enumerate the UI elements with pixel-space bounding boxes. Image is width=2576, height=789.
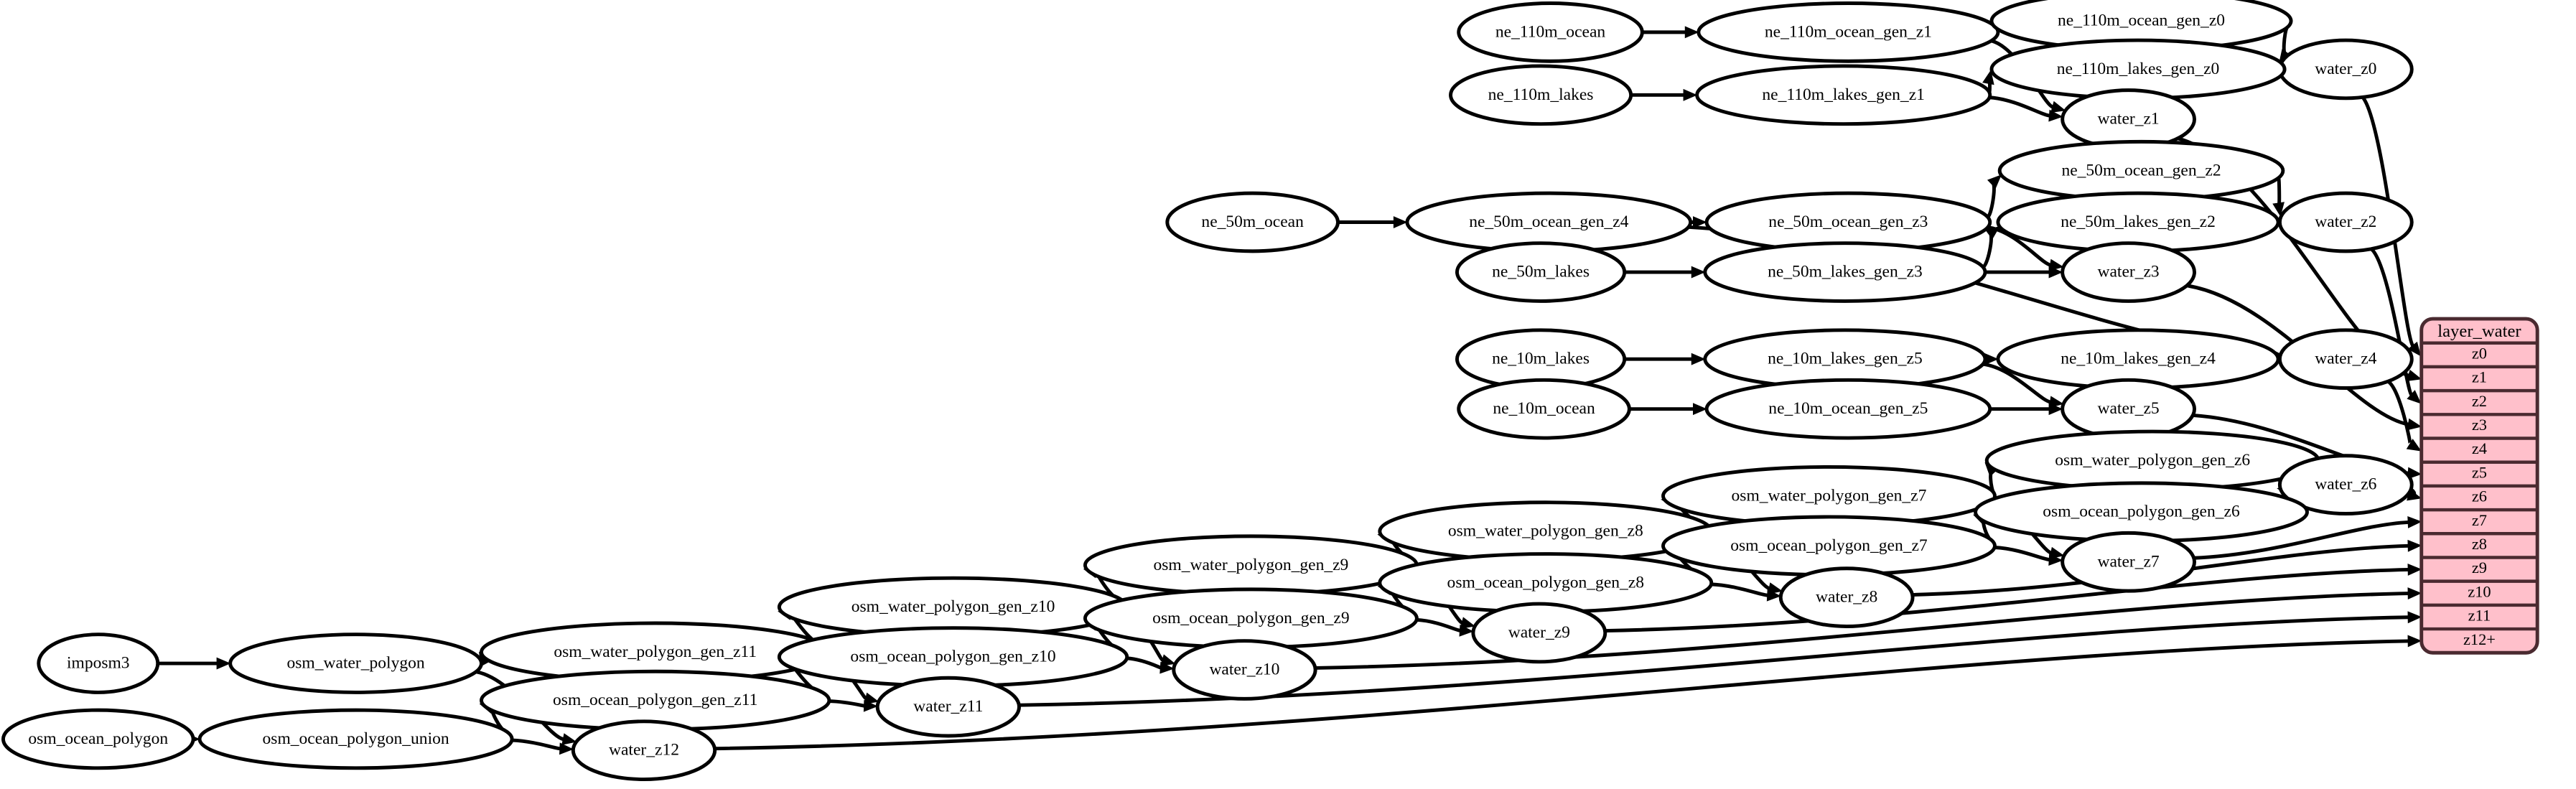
node-water_z0[interactable]: water_z0	[2277, 38, 2414, 101]
edge-ne_110m_lakes_gen_z1-to-water_z1	[1989, 95, 2063, 122]
edge-osm_ocean_polygon_gen_z7-to-water_z7	[1994, 546, 2063, 566]
edge-ne_110m_ocean-to-ne_110m_ocean_gen_z1	[1642, 26, 1699, 39]
edge-ne_10m_lakes-to-ne_10m_lakes_gen_z5	[1624, 353, 1706, 365]
edge-imposm3-to-osm_water_polygon	[157, 657, 231, 670]
edge-water_z9-to-layer_water-z9	[1605, 564, 2422, 633]
edge-ne_50m_lakes_gen_z3-to-ne_50m_lakes_gen_z2	[1982, 225, 2000, 269]
node-osm_ocean_polygon_union[interactable]: osm_ocean_polygon_union	[197, 708, 514, 770]
node-water_z10[interactable]: water_z10	[1172, 639, 1317, 701]
node-ne_10m_ocean_gen_z5[interactable]: ne_10m_ocean_gen_z5	[1704, 378, 1992, 440]
node-osm_water_polygon[interactable]: osm_water_polygon	[228, 632, 483, 694]
node-osm_ocean_polygon_gen_z7[interactable]: osm_ocean_polygon_gen_z7	[1661, 515, 1997, 577]
node-water_z1[interactable]: water_z1	[2061, 88, 2196, 150]
node-imposm3[interactable]: imposm3	[37, 632, 160, 694]
edge-osm_ocean_polygon_gen_z9-to-water_z9	[1416, 617, 1474, 637]
node-water_z3[interactable]: water_z3	[2061, 241, 2196, 303]
node-ne_10m_ocean[interactable]: ne_10m_ocean	[1457, 378, 1631, 440]
edge-osm_ocean_polygon_gen_z10-to-water_z10	[1126, 656, 1175, 674]
node-water_z7[interactable]: water_z7	[2061, 531, 2196, 593]
node-water_z11[interactable]: water_z11	[875, 676, 1021, 738]
node-water_z4[interactable]: water_z4	[2277, 328, 2414, 390]
node-osm_water_polygon_gen_z9[interactable]: osm_water_polygon_gen_z9	[1083, 534, 1419, 597]
node-osm_ocean_polygon[interactable]: osm_ocean_polygon	[1, 708, 195, 770]
node-osm_ocean_polygon_gen_z9[interactable]: osm_ocean_polygon_gen_z9	[1083, 587, 1419, 650]
edge-ne_50m_lakes-to-ne_50m_lakes_gen_z3	[1624, 266, 1706, 279]
node-water_z2[interactable]: water_z2	[2277, 191, 2414, 253]
node-ne_50m_lakes_gen_z3[interactable]: ne_50m_lakes_gen_z3	[1703, 241, 1987, 303]
edge-osm_ocean_polygon_gen_z11-to-water_z11	[829, 699, 878, 712]
edge-osm_ocean_polygon_union-to-water_z12	[511, 738, 574, 755]
node-ne_110m_lakes[interactable]: ne_110m_lakes	[1449, 64, 1633, 126]
node-ne_110m_ocean[interactable]: ne_110m_ocean	[1457, 1, 1644, 63]
edge-water_z12-to-layer_water-z12+	[714, 635, 2422, 751]
edge-ne_110m_lakes-to-ne_110m_lakes_gen_z1	[1630, 88, 1698, 101]
node-ne_50m_ocean_gen_z2[interactable]: ne_50m_ocean_gen_z2	[1997, 139, 2285, 202]
edge-water_z2-to-layer_water-z2	[2370, 247, 2422, 404]
node-water_z9[interactable]: water_z9	[1471, 602, 1607, 664]
edge-ne_50m_ocean_gen_z3-to-ne_50m_ocean_gen_z2	[1986, 174, 2002, 219]
edge-ne_50m_ocean-to-ne_50m_ocean_gen_z4	[1338, 216, 1408, 228]
node-ne_110m_ocean_gen_z1[interactable]: ne_110m_ocean_gen_z1	[1697, 1, 2000, 63]
edge-ne_10m_lakes_gen_z5-to-water_z5	[1982, 362, 2064, 408]
node-ne_50m_lakes[interactable]: ne_50m_lakes	[1455, 241, 1627, 303]
record-table-layer: layer_waterz0z1z2z3z4z5z6z7z8z9z10z11z12…	[2419, 317, 2539, 655]
edge-ne_10m_ocean-to-ne_10m_ocean_gen_z5	[1629, 403, 1707, 416]
edge-ne_50m_lakes_gen_z3-to-water_z3	[1985, 266, 2063, 279]
edge-water_z7-to-layer_water-z7	[2193, 516, 2422, 560]
node-osm_water_polygon_gen_z8[interactable]: osm_water_polygon_gen_z8	[1378, 500, 1714, 562]
record-layer-water[interactable]: layer_waterz0z1z2z3z4z5z6z7z8z9z10z11z12…	[2419, 317, 2539, 655]
node-water_z12[interactable]: water_z12	[571, 719, 717, 782]
edge-water_z4-to-layer_water-z4	[2386, 380, 2422, 452]
edge-water_z10-to-layer_water-z10	[1315, 587, 2422, 670]
edge-ne_50m_ocean_gen_z2-to-water_z2	[2272, 177, 2285, 217]
node-ne_50m_ocean[interactable]: ne_50m_ocean	[1165, 191, 1340, 253]
edge-ne_10m_ocean_gen_z5-to-water_z5	[1989, 403, 2063, 416]
node-water_z5[interactable]: water_z5	[2061, 378, 2196, 440]
node-water_z8[interactable]: water_z8	[1778, 566, 1915, 628]
node-osm_water_polygon_gen_z6[interactable]: osm_water_polygon_gen_z6	[1984, 429, 2320, 492]
node-ne_110m_lakes_gen_z1[interactable]: ne_110m_lakes_gen_z1	[1695, 64, 1992, 126]
edge-osm_ocean_polygon_gen_z8-to-water_z8	[1711, 582, 1781, 602]
